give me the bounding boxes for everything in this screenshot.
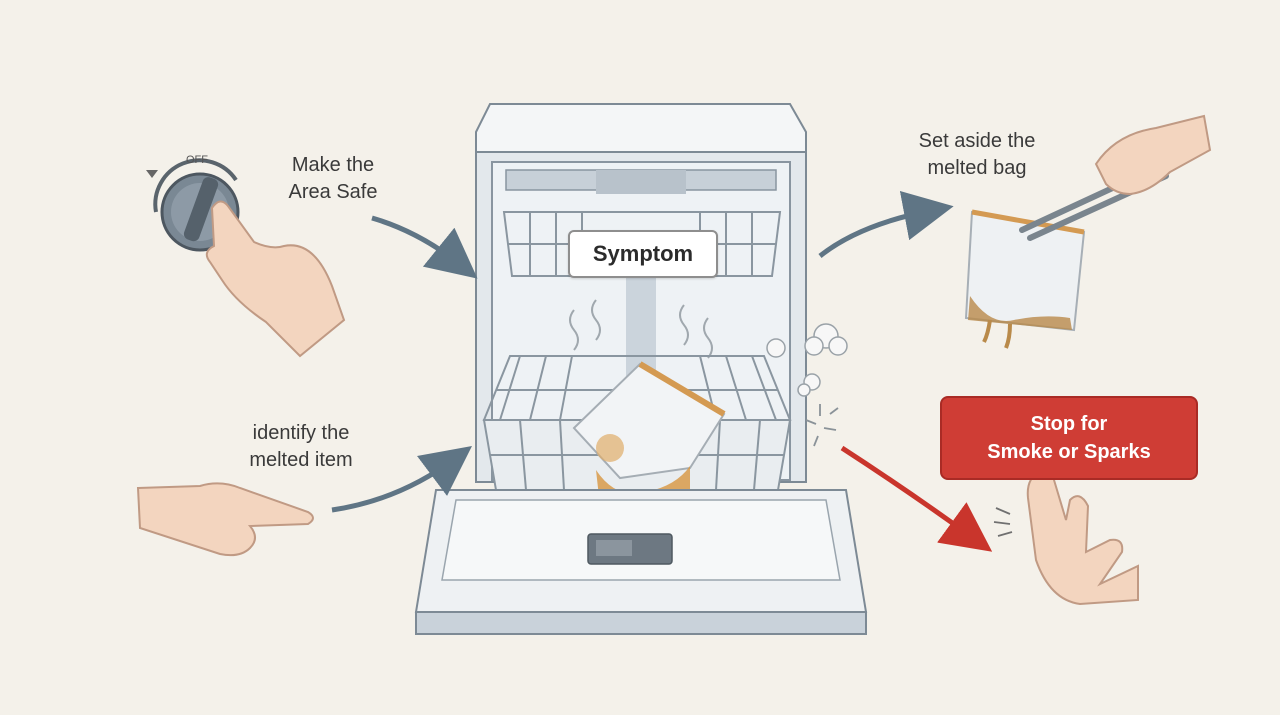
stop-hand-icon — [1026, 469, 1139, 606]
set-aside-line-1: Set aside the — [918, 130, 1036, 152]
make-safe-label: Make the Area Safe — [272, 152, 394, 206]
stop-warning-box: Stop for Smoke or Sparks — [940, 396, 1198, 480]
melted-bag-icon — [964, 209, 1086, 349]
spark-icon — [805, 404, 839, 447]
identify-label: identify the melted item — [228, 420, 374, 474]
hand-holding-tongs-icon — [1094, 114, 1212, 196]
symptom-label: Symptom — [568, 230, 718, 278]
arrow-make-safe — [371, 215, 478, 279]
arrow-set-aside — [818, 191, 954, 258]
stop-line-1: Stop for — [1030, 413, 1108, 435]
set-aside-line-2: melted bag — [927, 157, 1027, 179]
set-aside-label: Set aside the melted bag — [900, 128, 1054, 182]
identify-line-2: melted item — [249, 449, 353, 471]
arrow-stop — [840, 445, 993, 552]
motion-lines — [993, 507, 1013, 537]
stop-line-2: Smoke or Sparks — [987, 441, 1151, 463]
smoke-puff-icon — [766, 323, 848, 397]
make-safe-line-1: Make the — [291, 154, 375, 176]
hand-turning-knob-icon — [205, 200, 346, 358]
identify-line-1: identify the — [252, 422, 350, 444]
knob-off-label: OFF — [186, 154, 208, 166]
pointing-hand-icon — [136, 482, 314, 557]
make-safe-line-2: Area Safe — [288, 181, 378, 203]
arrow-identify — [331, 446, 473, 513]
dishwasher — [414, 103, 868, 635]
